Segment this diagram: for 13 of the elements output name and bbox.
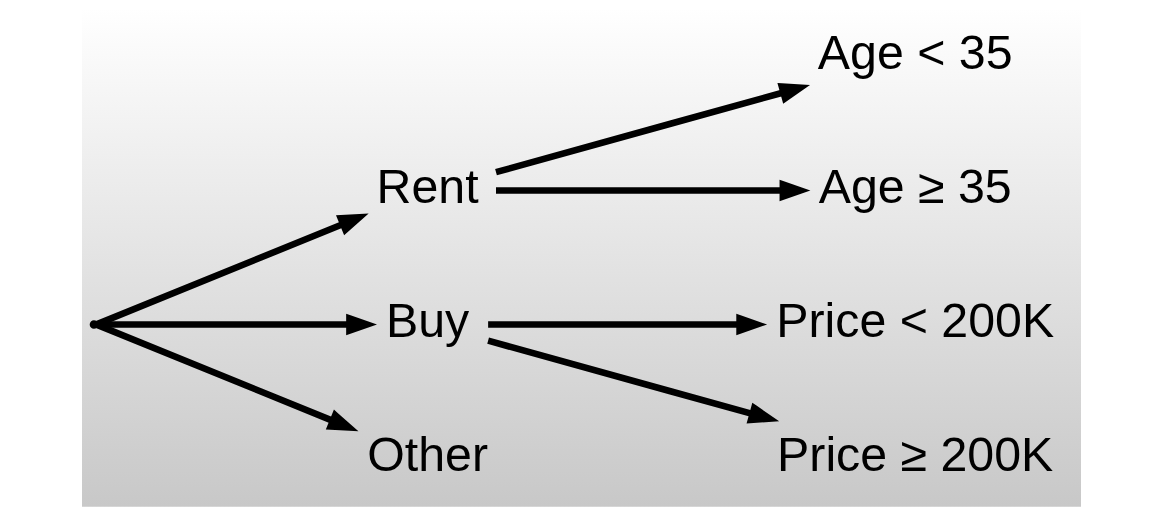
node-text: Age ≥ 35 xyxy=(818,158,1012,213)
node-text: Price ≥ 200K xyxy=(777,426,1054,481)
arrow xyxy=(97,313,377,336)
node-text: Other xyxy=(367,426,489,481)
arrow xyxy=(495,82,811,176)
node-point xyxy=(89,320,99,329)
node-text: Price < 200K xyxy=(776,292,1055,347)
arrow xyxy=(487,337,780,424)
arrow xyxy=(95,321,359,432)
node-text: Age < 35 xyxy=(817,24,1013,79)
arrow xyxy=(95,213,369,328)
node-text: Buy xyxy=(386,292,470,347)
node-text: Rent xyxy=(376,158,479,213)
